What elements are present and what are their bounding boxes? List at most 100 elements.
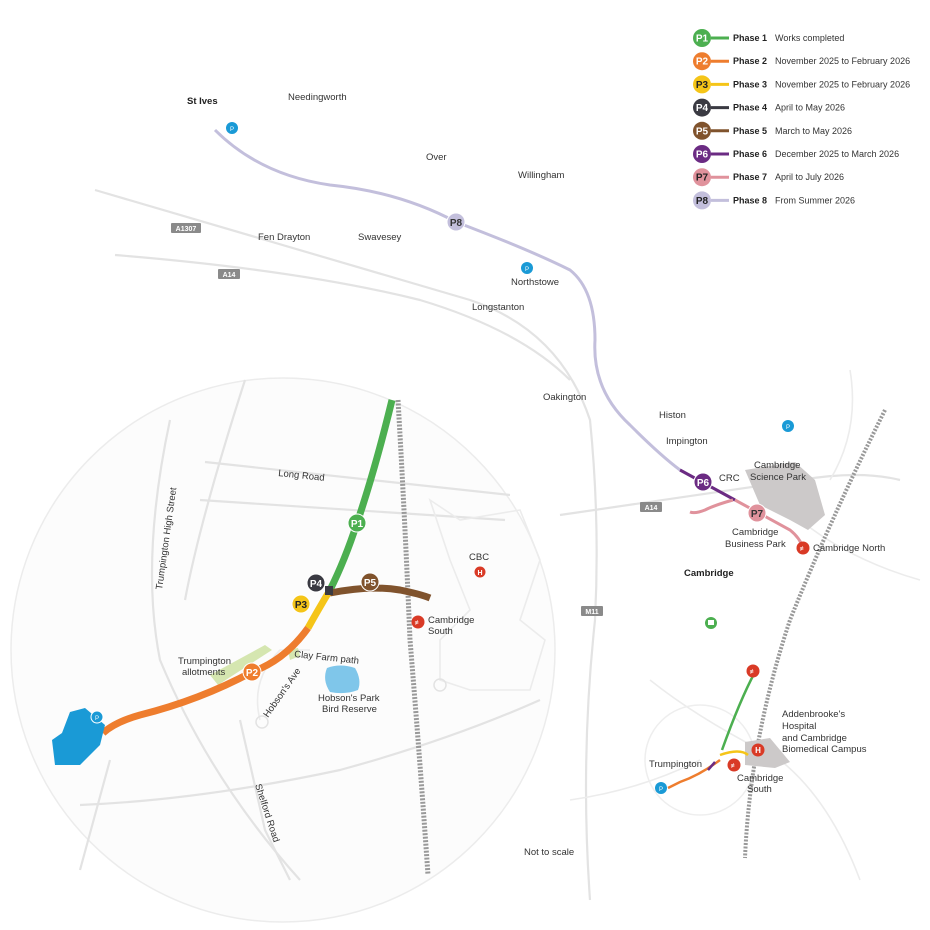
phase-4-route bbox=[325, 586, 333, 595]
svg-text:H: H bbox=[477, 570, 482, 577]
label-northstowe: Northstowe bbox=[511, 277, 559, 288]
label-cambridge-south: South bbox=[428, 626, 453, 637]
legend-swatch bbox=[693, 168, 711, 187]
a14-badge: A14 bbox=[645, 505, 658, 512]
label-histon: Histon bbox=[659, 410, 686, 421]
label-business-park: Cambridge bbox=[732, 527, 778, 538]
legend-code: P7 bbox=[696, 173, 709, 184]
label-impington: Impington bbox=[666, 436, 708, 447]
park-and-ride-icon: P bbox=[226, 122, 238, 134]
legend-code: P1 bbox=[696, 34, 709, 45]
svg-text:≢: ≢ bbox=[415, 620, 422, 627]
legend-dates: April to May 2026 bbox=[775, 103, 845, 113]
label-bird-reserve: Bird Reserve bbox=[322, 704, 377, 715]
road bbox=[799, 519, 921, 581]
legend-code: P8 bbox=[696, 196, 709, 207]
phase-marker-p4[interactable]: P4 bbox=[306, 573, 326, 593]
svg-text:≢: ≢ bbox=[750, 669, 757, 676]
marker-label: P8 bbox=[450, 218, 463, 229]
phase-marker-p8[interactable]: P8 bbox=[446, 212, 466, 232]
phase-1-mini bbox=[720, 671, 757, 751]
marker-label: P4 bbox=[310, 579, 323, 590]
legend-phase: Phase 6 bbox=[733, 149, 767, 159]
label-longstanton: Longstanton bbox=[472, 302, 524, 313]
legend-phase: Phase 5 bbox=[733, 126, 767, 136]
cbc-roads bbox=[428, 498, 546, 691]
shelford-road-line bbox=[238, 719, 291, 881]
svg-text:P: P bbox=[786, 425, 790, 431]
phase-marker-p1[interactable]: P1 bbox=[347, 513, 367, 533]
label-fen-drayton: Fen Drayton bbox=[258, 232, 310, 243]
svg-text:P: P bbox=[95, 716, 99, 722]
legend-phase: Phase 3 bbox=[733, 79, 767, 89]
rail-station-icon: ≢ bbox=[411, 615, 425, 629]
road bbox=[79, 698, 541, 807]
legend-dates: From Summer 2026 bbox=[775, 195, 855, 205]
label-crc: CRC bbox=[719, 473, 740, 484]
legend-swatch bbox=[693, 75, 711, 94]
road bbox=[569, 759, 701, 801]
label-business-park: Business Park bbox=[725, 539, 786, 550]
label-allotments: Trumpington bbox=[178, 656, 231, 667]
phase-6-mini bbox=[707, 761, 716, 771]
phase-8-route bbox=[213, 128, 681, 472]
phase-marker-p6[interactable]: P6 bbox=[693, 472, 713, 492]
legend-phase: Phase 7 bbox=[733, 172, 767, 182]
svg-text:P: P bbox=[230, 127, 234, 133]
label-allotments: allotments bbox=[182, 667, 226, 678]
a14-badge: A14 bbox=[223, 272, 236, 279]
phase-5-route bbox=[329, 584, 432, 602]
inset-map: P H ≢ Long Road Trumpington High Street … bbox=[10, 377, 556, 923]
bird-reserve-lake bbox=[325, 665, 360, 694]
legend-dates: December 2025 to March 2026 bbox=[775, 149, 899, 159]
roundabout bbox=[433, 678, 447, 692]
svg-text:H: H bbox=[755, 746, 761, 755]
phase-2-route bbox=[100, 625, 311, 736]
a14-road-west bbox=[114, 253, 571, 381]
legend-phase: Phase 2 bbox=[733, 56, 767, 66]
bus-icon bbox=[705, 617, 717, 629]
park-and-ride-icon: P bbox=[782, 420, 794, 432]
legend-swatch bbox=[693, 145, 711, 163]
label-addenbrookes: and Cambridge bbox=[782, 733, 847, 744]
marker-label: P7 bbox=[751, 509, 764, 520]
label-bird-reserve: Hobson's Park bbox=[318, 693, 380, 704]
hospital-icon: H bbox=[751, 743, 765, 757]
railway-line bbox=[743, 409, 887, 859]
park-and-ride-icon: P bbox=[655, 782, 667, 794]
label-addenbrookes: Biomedical Campus bbox=[782, 744, 867, 755]
roundabout bbox=[255, 715, 269, 729]
legend-dates: March to May 2026 bbox=[775, 126, 852, 136]
trumpington-park-and-ride-area bbox=[52, 708, 105, 765]
phase-marker-p7[interactable]: P7 bbox=[747, 503, 767, 523]
rail-station-icon: ≢ bbox=[796, 541, 810, 555]
road bbox=[183, 379, 247, 601]
a1307-badge: A1307 bbox=[176, 226, 197, 233]
label-needingworth: Needingworth bbox=[288, 92, 347, 103]
legend-phase: Phase 4 bbox=[733, 103, 767, 113]
legend-swatch bbox=[693, 191, 711, 210]
label-addenbrookes: Addenbrooke's bbox=[782, 709, 845, 720]
legend-dates: Works completed bbox=[775, 33, 844, 43]
inset-railway-line bbox=[395, 399, 431, 876]
phase-marker-p5[interactable]: P5 bbox=[360, 572, 380, 592]
marker-label: P1 bbox=[351, 519, 364, 530]
phase-marker-p2[interactable]: P2 bbox=[242, 662, 262, 682]
rail-station-icon: ≢ bbox=[727, 758, 741, 772]
phase-marker-p3[interactable]: P3 bbox=[291, 594, 311, 614]
legend-swatch bbox=[693, 52, 711, 71]
legend-code: P4 bbox=[696, 103, 709, 114]
legend-item-p4: P4 Phase 4 April to May 2026 bbox=[693, 98, 845, 117]
road-badges: A1307 A14 A14 M11 bbox=[171, 223, 662, 616]
label-addenbrookes: Hospital bbox=[782, 721, 816, 732]
svg-text:≢: ≢ bbox=[800, 546, 807, 553]
hospital-icon: H bbox=[474, 566, 486, 578]
phase-3-mini bbox=[719, 750, 749, 757]
marker-label: P5 bbox=[364, 578, 377, 589]
label-oakington: Oakington bbox=[543, 392, 586, 403]
